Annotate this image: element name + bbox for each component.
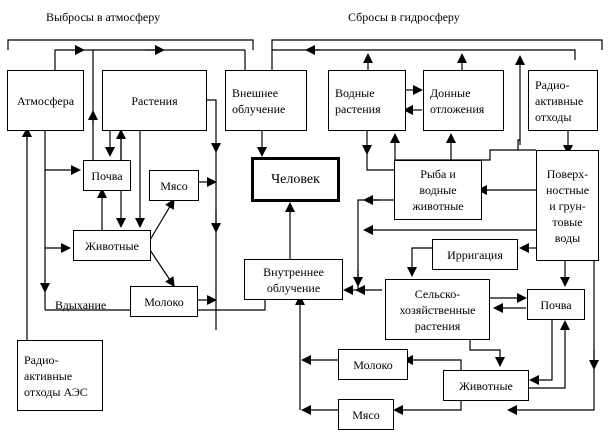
header-discharges-hydrosphere: Сбросы в гидросферу (348, 10, 460, 24)
label-inhalation: Вдыхание (55, 298, 107, 312)
node-meat-left: Мясо (149, 170, 199, 201)
node-milk-right: Молоко (338, 349, 408, 380)
node-aquatic-plants: Водные растения (328, 70, 406, 131)
node-human: Человек (251, 157, 340, 202)
bracket-emissions (7, 39, 254, 50)
atmosphere-to-top (54, 45, 85, 70)
node-plants: Растения (102, 70, 207, 131)
node-soil-left: Почва (83, 160, 131, 191)
node-bottom-sediments: Донные отложения (423, 70, 504, 131)
node-surface-ground-water: Поверх- ностные и грун- товые воды (536, 150, 599, 261)
node-milk-left: Молоко (130, 286, 198, 317)
node-animals-right: Животные (443, 370, 529, 401)
node-radioactive-waste: Радио- активные отходы (528, 70, 598, 131)
node-npp-waste: Радио- активные отходы АЭС (17, 340, 103, 411)
node-soil-right: Почва (527, 289, 585, 320)
header-emissions-atmosphere: Выбросы в атмосферу (46, 10, 161, 24)
node-meat-right: Мясо (338, 399, 394, 430)
bracket-discharges (271, 39, 603, 50)
node-internal-irradiation: Внутреннее облучение (244, 259, 343, 300)
node-animals-left: Животные (73, 230, 151, 261)
node-atmosphere: Атмосфера (7, 70, 84, 131)
node-agricultural-plants: Сельско- хозяйственные растения (385, 279, 490, 340)
node-external-irradiation: Внешнее облучение (225, 70, 307, 131)
node-fish: Рыба и водные животные (394, 160, 482, 220)
node-irrigation: Ирригация (432, 239, 518, 270)
